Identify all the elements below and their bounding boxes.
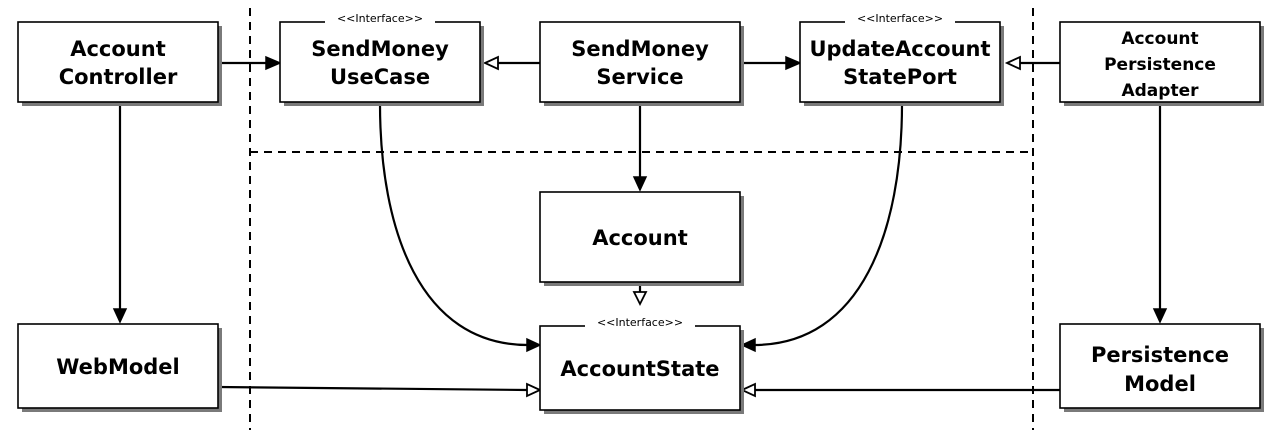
- arrowhead-filled: [265, 55, 282, 71]
- send-money-use-case-box: <<Interface>> SendMoney UseCase: [279, 12, 484, 106]
- box-label-line: Controller: [59, 65, 178, 89]
- arrowhead-open: [739, 382, 756, 398]
- edge-webmodel-to-accountstate: [217, 385, 528, 392]
- interface-stereotype: <<Interface>>: [857, 12, 943, 25]
- box-label-line: Account: [592, 226, 688, 250]
- box-label-line: WebModel: [56, 355, 180, 379]
- box-label-line: Persistence: [1091, 343, 1229, 367]
- interface-stereotype: <<Interface>>: [337, 12, 423, 25]
- account-state-box: <<Interface>> AccountState: [539, 316, 744, 414]
- box-label-line: AccountState: [560, 357, 719, 381]
- box-label-line: UpdateAccount: [809, 37, 990, 61]
- box-label-line: Adapter: [1121, 81, 1199, 101]
- box-label-line: Account: [70, 37, 166, 61]
- arrowhead-filled: [785, 55, 802, 71]
- interface-stereotype: <<Interface>>: [597, 316, 683, 329]
- box-label-line: Model: [1124, 372, 1196, 396]
- persistence-model-box: Persistence Model: [1059, 323, 1264, 412]
- arrowhead-open: [632, 291, 648, 307]
- arrowhead-open: [1004, 55, 1021, 71]
- arrowhead-open: [526, 382, 543, 398]
- edge-usecase-to-accountstate: [378, 103, 529, 347]
- account-box: Account: [539, 191, 744, 286]
- update-account-state-port-box: <<Interface>> UpdateAccount StatePort: [799, 12, 1004, 106]
- box-label-line: StatePort: [843, 65, 957, 89]
- box-label-line: SendMoney: [571, 37, 709, 61]
- box-label-line: UseCase: [330, 65, 430, 89]
- box-label-line: Persistence: [1104, 55, 1216, 75]
- web-model-box: WebModel: [17, 323, 222, 412]
- account-controller-box: Account Controller: [17, 21, 222, 106]
- arrowhead-filled: [1152, 308, 1168, 324]
- arrowhead-filled: [526, 337, 542, 353]
- edge-port-to-accountstate: [753, 103, 904, 347]
- box-label-line: Service: [596, 65, 683, 89]
- arrowhead-open: [482, 55, 499, 71]
- box-label-line: SendMoney: [311, 37, 449, 61]
- send-money-service-box: SendMoney Service: [539, 21, 744, 106]
- account-persistence-adapter-box: Account Persistence Adapter: [1059, 21, 1264, 106]
- arrowhead-filled: [740, 337, 756, 353]
- edges: [112, 55, 1168, 398]
- arrowhead-filled: [112, 308, 128, 324]
- box-label-line: Account: [1121, 29, 1198, 49]
- arrowhead-filled: [632, 176, 648, 192]
